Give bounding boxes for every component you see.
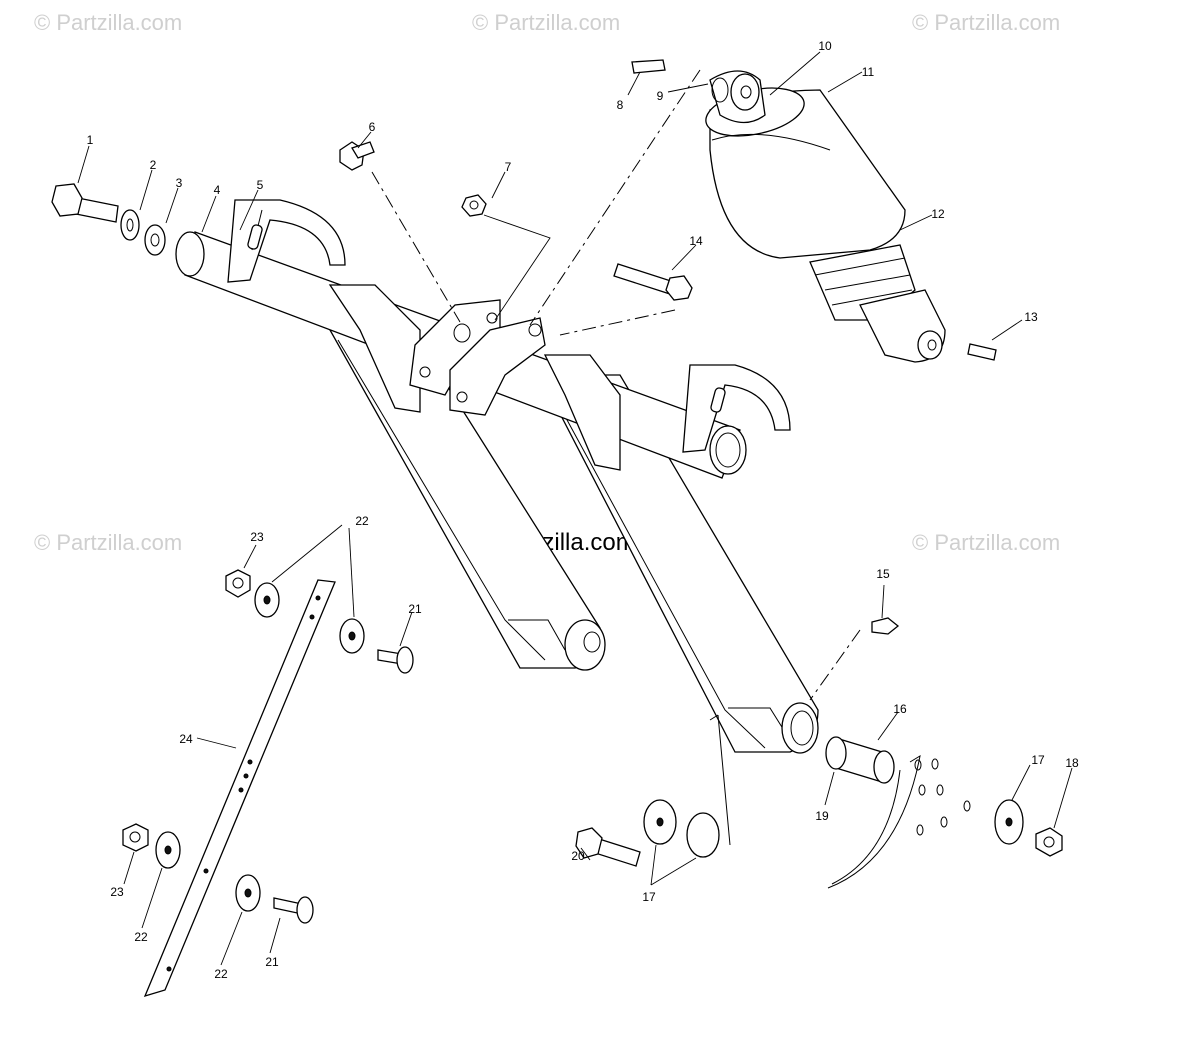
callout-17-bottom: 17 [642, 890, 656, 904]
watermark-top-left: © Partzilla.com [34, 10, 183, 35]
callout-9: 9 [656, 89, 664, 103]
callout-5: 5 [256, 178, 264, 192]
nut-23-bottom [122, 823, 149, 852]
nut-23-top [225, 569, 251, 598]
callout-14: 14 [689, 234, 703, 248]
bolt-20 [575, 827, 641, 867]
bushing-16 [825, 736, 895, 784]
pin-13 [967, 343, 997, 361]
washer-17-b [686, 812, 720, 858]
shoulder-bolt-21-bottom [273, 896, 314, 924]
bolt-1 [51, 183, 119, 223]
watermark-top-center: © Partzilla.com [472, 10, 621, 35]
watermark-mid-left: © Partzilla.com [34, 530, 183, 555]
callout-3: 3 [175, 176, 183, 190]
callout-16: 16 [893, 702, 907, 716]
callout-1: 1 [86, 133, 94, 147]
callout-11: 11 [861, 65, 875, 79]
callout-22-top: 22 [355, 514, 369, 528]
left-torque-arm [328, 329, 606, 671]
callout-12: 12 [931, 207, 945, 221]
callout-6: 6 [368, 120, 376, 134]
callout-22-bottom: 22 [214, 967, 228, 981]
callout-18: 18 [1065, 756, 1079, 770]
watermark-top-right: © Partzilla.com [912, 10, 1061, 35]
right-torque-arm [538, 374, 819, 846]
callout-22-left: 22 [134, 930, 148, 944]
grease-fitting-15 [871, 617, 900, 635]
callout-21-top: 21 [408, 602, 422, 616]
callout-4: 4 [213, 183, 221, 197]
shock-absorber [705, 70, 946, 363]
callout-7: 7 [504, 160, 512, 174]
callout-13: 13 [1024, 310, 1038, 324]
slide-rail-section [827, 754, 921, 889]
callout-17-right: 17 [1031, 753, 1045, 767]
pin-8 [631, 59, 666, 74]
watermark-mid-right: © Partzilla.com [912, 530, 1061, 555]
callout-2: 2 [149, 158, 157, 172]
washer-2 [120, 209, 140, 241]
callout-21-bottom: 21 [265, 955, 279, 969]
nut-18 [1035, 827, 1063, 857]
cross-shaft [175, 199, 791, 479]
callout-20: 20 [571, 849, 585, 863]
callout-23-top: 23 [250, 530, 264, 544]
callout-23-bottom: 23 [110, 885, 124, 899]
callout-19: 19 [815, 809, 829, 823]
washer-3 [144, 224, 166, 256]
callout-24: 24 [179, 732, 193, 746]
callout-10: 10 [818, 39, 832, 53]
callout-8: 8 [616, 98, 624, 112]
nut-7 [461, 194, 487, 217]
callout-15: 15 [876, 567, 890, 581]
bolt-14 [613, 263, 693, 301]
grease-fitting-6 [339, 141, 375, 171]
limiter-strap-24 [143, 579, 336, 998]
shoulder-bolt-21-top [377, 646, 414, 674]
